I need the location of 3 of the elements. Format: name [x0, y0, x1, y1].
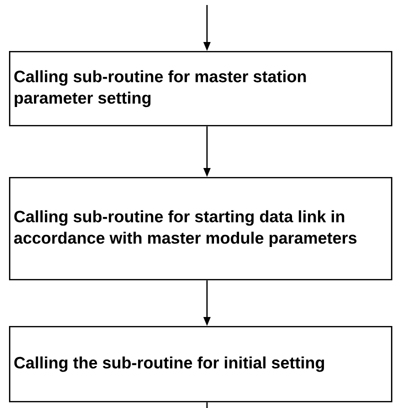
process-box: Calling the sub-routine for initial setting [9, 326, 392, 402]
process-box: Calling sub-routine for starting data link in accordance with master module parameters [9, 177, 392, 280]
process-box: Calling sub-routine for master station parameter setting [9, 51, 392, 126]
